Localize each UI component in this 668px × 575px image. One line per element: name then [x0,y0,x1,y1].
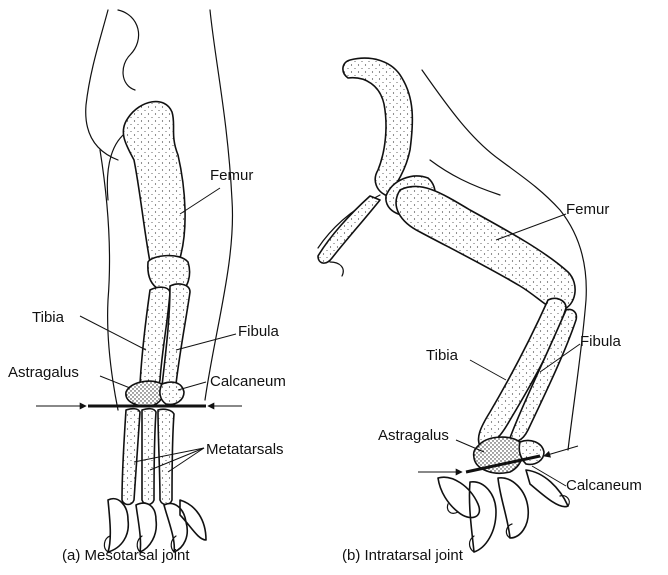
panel-a-mesotarsal: Femur Tibia Fibula Astragalus Calcaneum … [8,10,286,564]
panel-a-astragalus-leader [100,376,130,388]
panel-a-tibia-leader [80,316,146,350]
panel-b-tibia-leader [470,360,506,380]
panel-b-femur-leader [496,214,566,240]
panel-b-arrow-right [544,446,578,456]
panel-b-pelvis [343,58,412,196]
panel-b-caption: (b) Intratarsal joint [342,547,464,564]
panel-b-astragalus-label: Astragalus [378,427,449,444]
panel-a-tibia-label: Tibia [32,309,65,326]
panel-a-femur-leader [180,188,220,214]
panel-a-fibula-label: Fibula [238,323,280,340]
panel-a-toes [108,499,206,552]
panel-b-ischium [318,196,380,263]
panel-a-fibula-leader [176,334,236,350]
panel-a-astragalus-label: Astragalus [8,364,79,381]
panel-b-femur [396,186,575,310]
panel-b-intratarsal: Femur Tibia Fibula Astragalus Calcaneum … [318,58,642,564]
panel-b-femur-label: Femur [566,201,609,218]
panel-b-calcaneum-label: Calcaneum [566,477,642,494]
panel-b-fibula-label: Fibula [580,333,622,350]
panel-a-metatarsal-2 [142,409,156,505]
panel-a-calcaneum [160,382,184,404]
panel-a-calcaneum-label: Calcaneum [210,373,286,390]
panel-a-caption: (a) Mesotarsal joint [62,547,190,564]
panel-b-tibia-label: Tibia [426,347,459,364]
panel-a-metatarsal-1 [122,409,140,505]
panel-a-metatarsals-label: Metatarsals [206,441,284,458]
panel-a-femur-label: Femur [210,167,253,184]
panel-a-femur [123,102,185,271]
panel-a-astragalus [126,381,164,406]
panel-b-toes [438,470,568,552]
